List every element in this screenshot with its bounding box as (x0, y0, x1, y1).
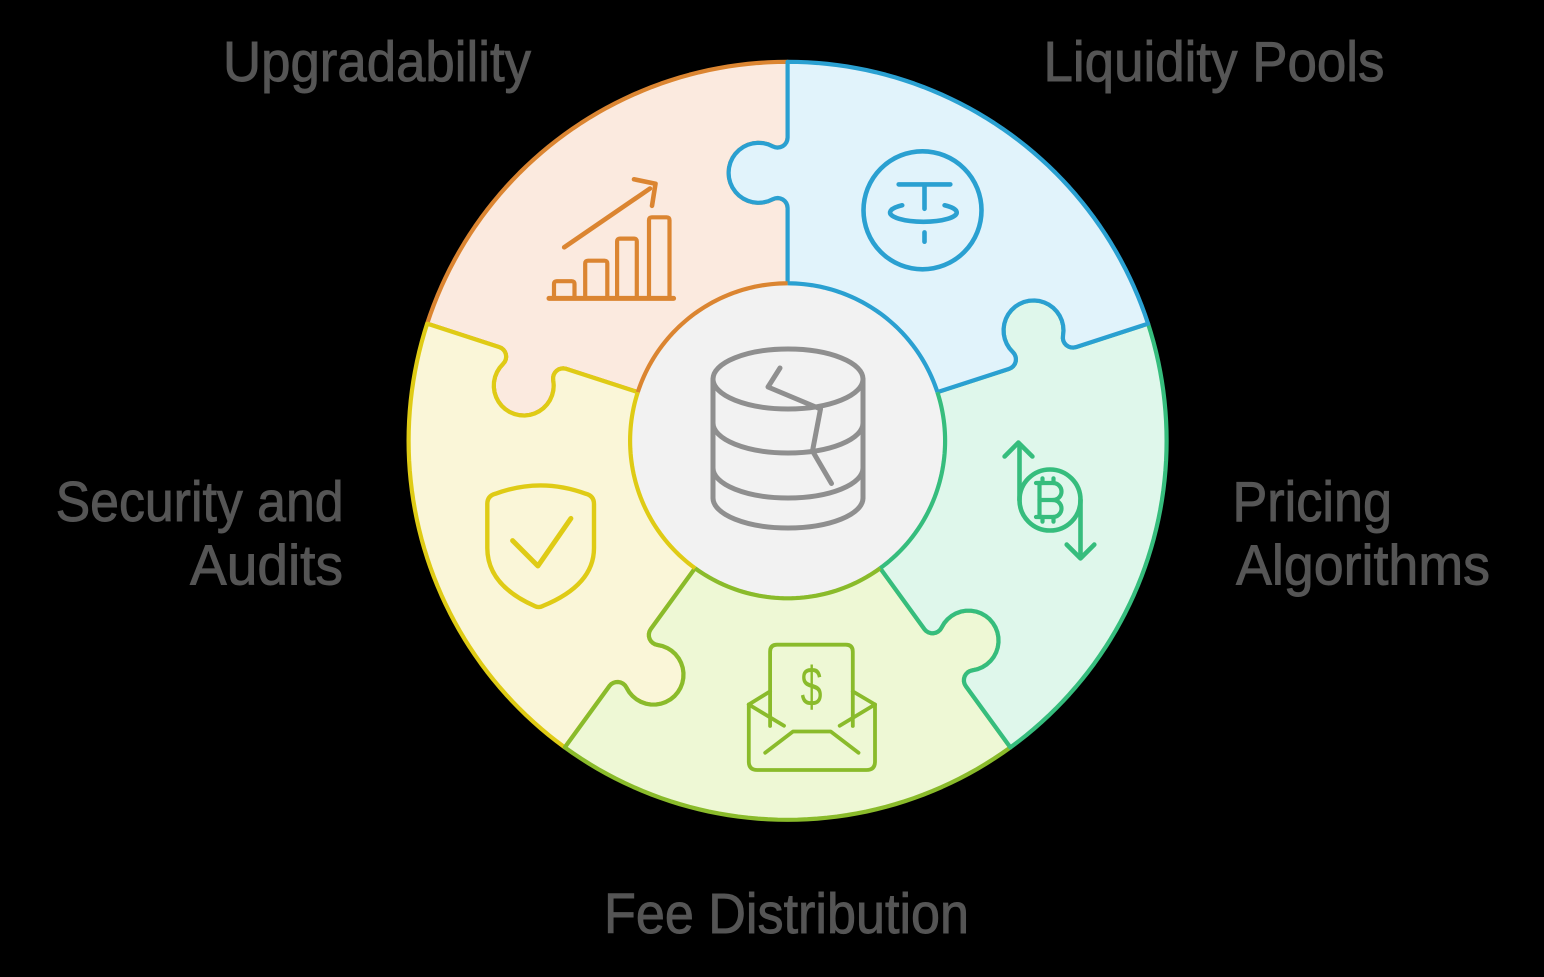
svg-text:Upgradability: Upgradability (223, 30, 531, 94)
svg-text:Liquidity Pools: Liquidity Pools (1044, 30, 1385, 94)
svg-text:Pricing: Pricing (1233, 470, 1393, 534)
svg-text:Security and: Security and (56, 470, 344, 534)
svg-text:Audits: Audits (190, 534, 343, 598)
svg-text:$: $ (801, 655, 823, 718)
svg-text:Fee Distribution: Fee Distribution (604, 882, 969, 946)
svg-text:Algorithms: Algorithms (1236, 534, 1490, 598)
